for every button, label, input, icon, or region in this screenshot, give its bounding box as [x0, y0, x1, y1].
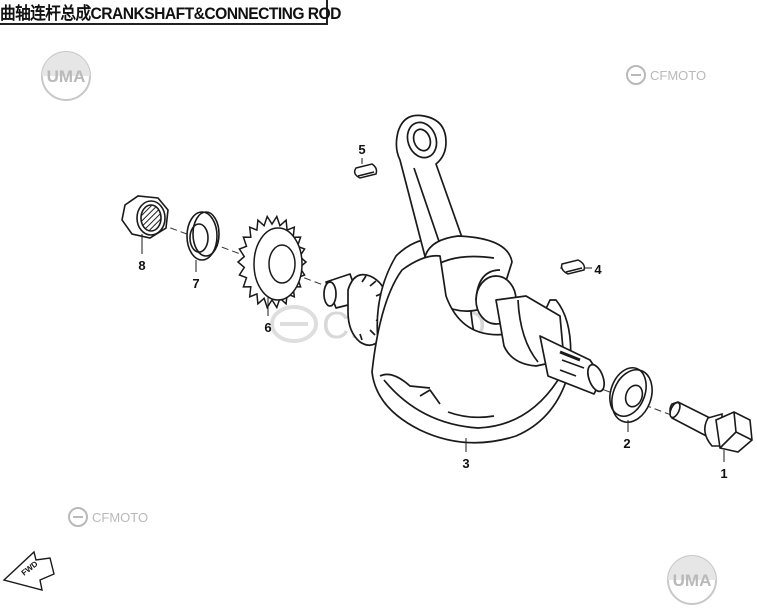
part-5-key: [353, 163, 378, 179]
part-1-bolt: [669, 401, 753, 453]
uma-logo-top-left: UMA: [41, 51, 91, 101]
diagram-title: 曲轴连杆总成CRANKSHAFT&CONNECTING ROD: [0, 4, 341, 23]
callout-8: 8: [138, 258, 145, 273]
cfmoto-logo-text: CFMOTO: [650, 68, 706, 83]
part-4-key: [560, 259, 586, 275]
callout-3: 3: [462, 456, 469, 471]
part-7-washer: [186, 211, 220, 261]
callout-1: 1: [720, 466, 727, 481]
cfmoto-logo-top-right: CFMOTO: [626, 65, 706, 85]
callout-2: 2: [623, 436, 630, 451]
part-8-nut: [121, 195, 169, 239]
callout-7: 7: [192, 276, 199, 291]
callout-4: 4: [594, 262, 602, 277]
leader-lines: [141, 158, 725, 462]
part-2-washer: [609, 366, 653, 423]
fwd-arrow-icon: FWD: [2, 550, 55, 591]
uma-logo-text: UMA: [673, 571, 712, 590]
title-box: 曲轴连杆总成CRANKSHAFT&CONNECTING ROD: [0, 0, 341, 25]
cfmoto-logo-bottom-left: CFMOTO: [68, 507, 148, 527]
uma-logo-bottom-right: UMA: [667, 555, 717, 605]
callout-6: 6: [264, 320, 271, 335]
cfmoto-logo-text: CFMOTO: [92, 510, 148, 525]
part-3-crankshaft: [323, 114, 605, 444]
callout-5: 5: [358, 142, 365, 157]
part-6-gear: [236, 214, 308, 310]
uma-logo-text: UMA: [47, 67, 86, 86]
